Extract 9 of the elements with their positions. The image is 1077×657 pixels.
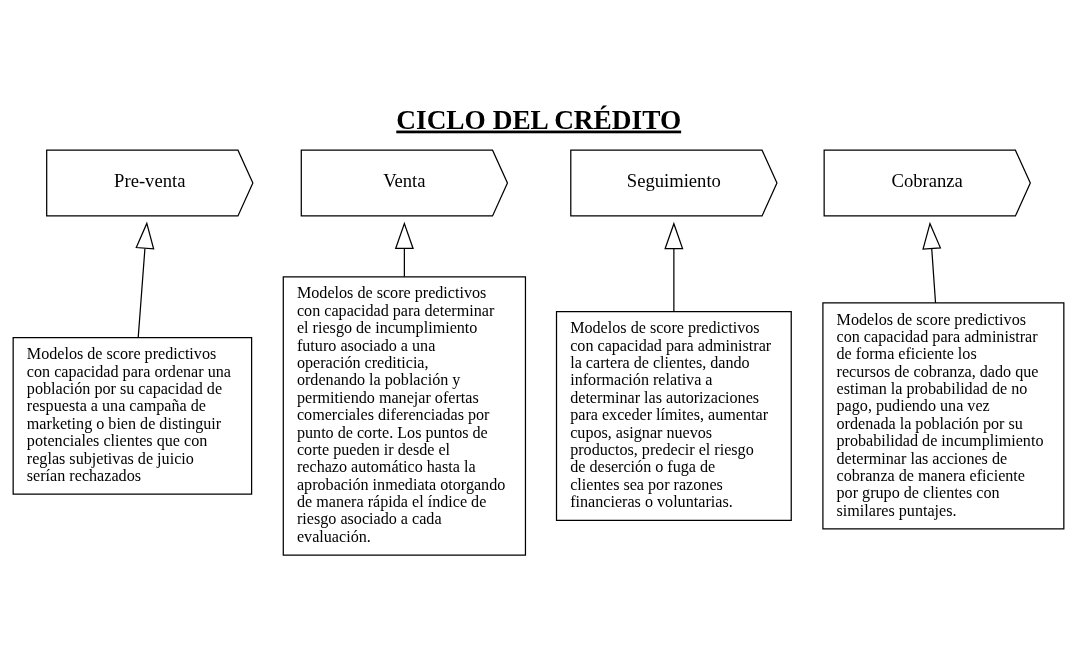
arrow [135, 221, 155, 338]
node-box: Modelos de score predictivos con capacidad para determinar el riesgo de incumplimiento futuro asociado a una operación crediticia, ordenando la población y permitiendo manejar ofertas comerciales diferenciadas por punto de corte. Los puntos de corte pueden ir desde el rechazo automático hasta la aprobación inmediata otorgando de manera rápida el índice de riesgo asociado a cada evaluación. [282, 275, 527, 556]
node-box: Modelos de score predictivos con capacidad para administrar de forma eficiente los recursos de cobranza, dado que estiman la probabilidad de no pago, pudiendo una vez ordenada la población por su probabilidad de incumplimiento determinar las acciones de cobranza de manera eficiente por grupo de clientes con similares puntajes. [822, 301, 1065, 530]
node-box: Modelos de score predictivos con capacidad para ordenar una población por su capacidad de respuesta a una campaña de marketing o bien de distinguir potenciales clientes que con reglas subjetivas de juicio serían rechazados [12, 336, 253, 495]
diagram-title: CICLO DEL CRÉDITO [396, 104, 682, 135]
arrow [922, 221, 942, 303]
arrow [394, 221, 414, 277]
node-box: Modelos de score predictivos con capacidad para administrar la cartera de clientes, dando información relativa a determinar las autorizaciones para exceder límites, aumentar cupos, asignar nuevos productos, predecir el riesgo de deserción o fuga de clientes sea por razones financieras o voluntarias. [555, 310, 792, 521]
arrow [664, 221, 684, 312]
